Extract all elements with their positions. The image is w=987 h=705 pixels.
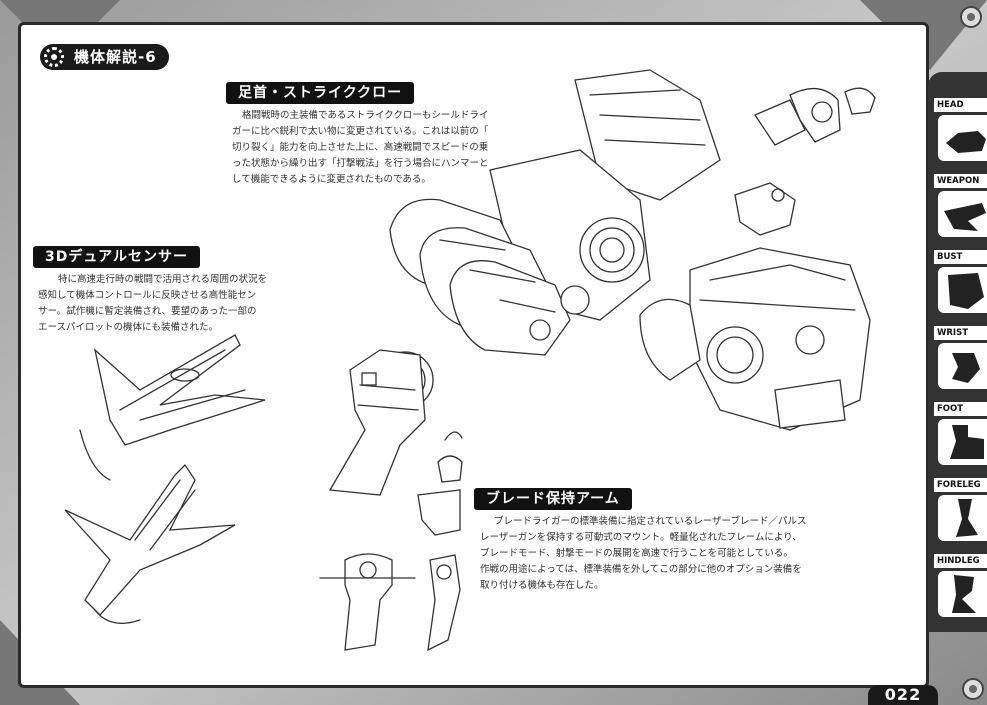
page-number: 022 (868, 685, 938, 705)
body-line: サー。試作機に暫定装備され、要望のあった一部の (38, 306, 257, 317)
section-title-blade-arm: ブレード保持アーム (474, 488, 632, 510)
bolt-icon (962, 678, 984, 700)
section-title-strike-claw: 足首・ストライククロー (226, 82, 415, 104)
bust-part-drawing (639, 247, 871, 431)
section-body-strike-claw: 格闘戦時の主装備であるストライククローもシールドライ ガーに比べ鋭利で太い物に変… (232, 108, 492, 188)
body-line: 取り付ける機体も存在した。 (480, 580, 604, 591)
sidebar-item-wrist[interactable]: WRIST (934, 326, 987, 392)
claw-arm-drawing (328, 349, 434, 496)
section-body-dual-sensor: 特に高速走行時の戦闘で活用される周囲の状況を 感知して機体コントロールに反映させ… (38, 272, 273, 336)
sidebar-item-label: BUST (934, 250, 987, 264)
body-line: して機能できるように変更されたものである。 (232, 174, 431, 185)
part-index-sidebar: HEAD WEAPON BUST WRIST FOOT FORELEG HI (928, 72, 987, 632)
wrist-thumbnail-icon (938, 343, 987, 389)
body-line: 特に高速走行時の戦闘で活用される周囲の状況を (58, 274, 268, 285)
sidebar-item-weapon[interactable]: WEAPON (934, 174, 987, 240)
small-parts-drawing (734, 87, 876, 236)
sidebar-item-label: WEAPON (934, 174, 987, 188)
sidebar-item-label: FOOT (934, 402, 987, 416)
body-line: レーザーガンを保持する可動式のマウント。軽量化されたフレームにより、 (480, 532, 802, 543)
sidebar-item-label: HEAD (934, 98, 987, 112)
body-line: った状態から繰り出す「打撃戦法」を行う場合にハンマーと (232, 158, 489, 169)
gear-icon (44, 47, 64, 67)
body-line: 作戦の用途によっては、標準装備を外してこの部分に他のオプション装備を (480, 564, 802, 575)
body-line: 切り裂く」能力を向上させた上に、高速戦闘でスピードの乗 (232, 142, 489, 153)
sidebar-item-label: FORELEG (934, 478, 987, 492)
sidebar-item-foot[interactable]: FOOT (934, 402, 987, 468)
blade-arm-drawing (319, 431, 463, 652)
body-line: ブレードモード、射撃モードの展開を高速で行うことを可能としている。 (480, 548, 793, 559)
sidebar-item-hindleg[interactable]: HINDLEG (934, 554, 987, 620)
sidebar-item-head[interactable]: HEAD (934, 98, 987, 164)
weapon-thumbnail-icon (938, 191, 987, 237)
hindleg-thumbnail-icon (938, 571, 987, 617)
foot-thumbnail-icon (938, 419, 987, 465)
body-line: 感知して機体コントロールに反映させる高性能セン (38, 290, 257, 301)
sidebar-item-bust[interactable]: BUST (934, 250, 987, 316)
bolt-icon (960, 6, 982, 28)
bust-thumbnail-icon (938, 267, 987, 313)
body-line: ガーに比べ鋭利で太い物に変更されている。これは以前の「 (232, 126, 489, 137)
body-line: ブレードライガーの標準装備に指定されているレーザーブレード／パルス (494, 516, 807, 527)
sidebar-item-label: HINDLEG (934, 554, 987, 568)
sidebar-item-foreleg[interactable]: FORELEG (934, 478, 987, 544)
foreleg-thumbnail-icon (938, 495, 987, 541)
sensor-drawing (64, 334, 266, 624)
section-body-blade-arm: ブレードライガーの標準装備に指定されているレーザーブレード／パルス レーザーガン… (480, 514, 820, 594)
strike-claw-drawing (389, 69, 721, 356)
sidebar-item-label: WRIST (934, 326, 987, 340)
head-thumbnail-icon (938, 115, 987, 161)
body-line: 格闘戦時の主装備であるストライククローもシールドライ (242, 110, 489, 121)
body-line: エースパイロットの機体にも装備された。 (38, 322, 219, 333)
section-title-dual-sensor: 3Dデュアルセンサー (33, 246, 200, 268)
